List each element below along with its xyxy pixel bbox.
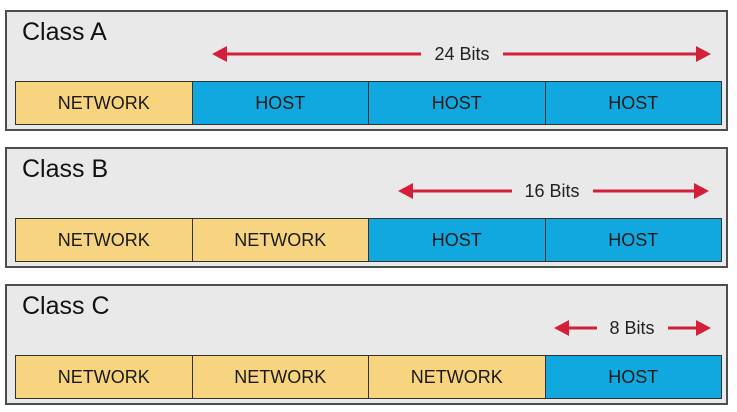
class-c-bits-label: 8 Bits <box>609 318 654 338</box>
octet-1: NETWORK <box>16 82 193 124</box>
class-b-address-row: NETWORK NETWORK HOST HOST <box>15 218 722 262</box>
class-a-address-row: NETWORK HOST HOST HOST <box>15 81 722 125</box>
class-b-title: Class B <box>22 155 109 183</box>
class-b-bits-arrow: 16 Bits <box>398 181 709 201</box>
class-c-bits-arrow: 8 Bits <box>554 318 711 338</box>
octet-3: NETWORK <box>369 356 546 398</box>
arrow-left-head-icon <box>554 320 569 336</box>
octet-1: NETWORK <box>16 219 193 261</box>
class-a-title: Class A <box>22 18 107 46</box>
octet-4: HOST <box>545 219 721 261</box>
octet-2: NETWORK <box>192 219 369 261</box>
class-b-panel: Class B 16 Bits NETWORK NETWORK HOST HOS… <box>5 147 728 268</box>
arrow-right-head-icon <box>694 183 709 199</box>
octet-2: NETWORK <box>192 356 369 398</box>
class-a-bits-arrow: 24 Bits <box>212 44 711 64</box>
arrow-right-head-icon <box>696 320 711 336</box>
class-b-bits-label: 16 Bits <box>524 181 579 201</box>
octet-2: HOST <box>192 82 369 124</box>
class-a-bits-label: 24 Bits <box>434 44 489 64</box>
arrow-left-head-icon <box>212 46 227 62</box>
octet-4: HOST <box>545 356 721 398</box>
class-c-address-row: NETWORK NETWORK NETWORK HOST <box>15 355 722 399</box>
class-a-panel: Class A 24 Bits NETWORK HOST HOST HOST <box>5 10 728 131</box>
octet-3: HOST <box>369 219 546 261</box>
octet-4: HOST <box>545 82 721 124</box>
class-c-panel: Class C 8 Bits NETWORK NETWORK NETWORK H… <box>5 284 728 405</box>
octet-1: NETWORK <box>16 356 193 398</box>
octet-3: HOST <box>369 82 546 124</box>
arrow-right-head-icon <box>696 46 711 62</box>
arrow-left-head-icon <box>398 183 413 199</box>
class-c-title: Class C <box>22 292 110 320</box>
